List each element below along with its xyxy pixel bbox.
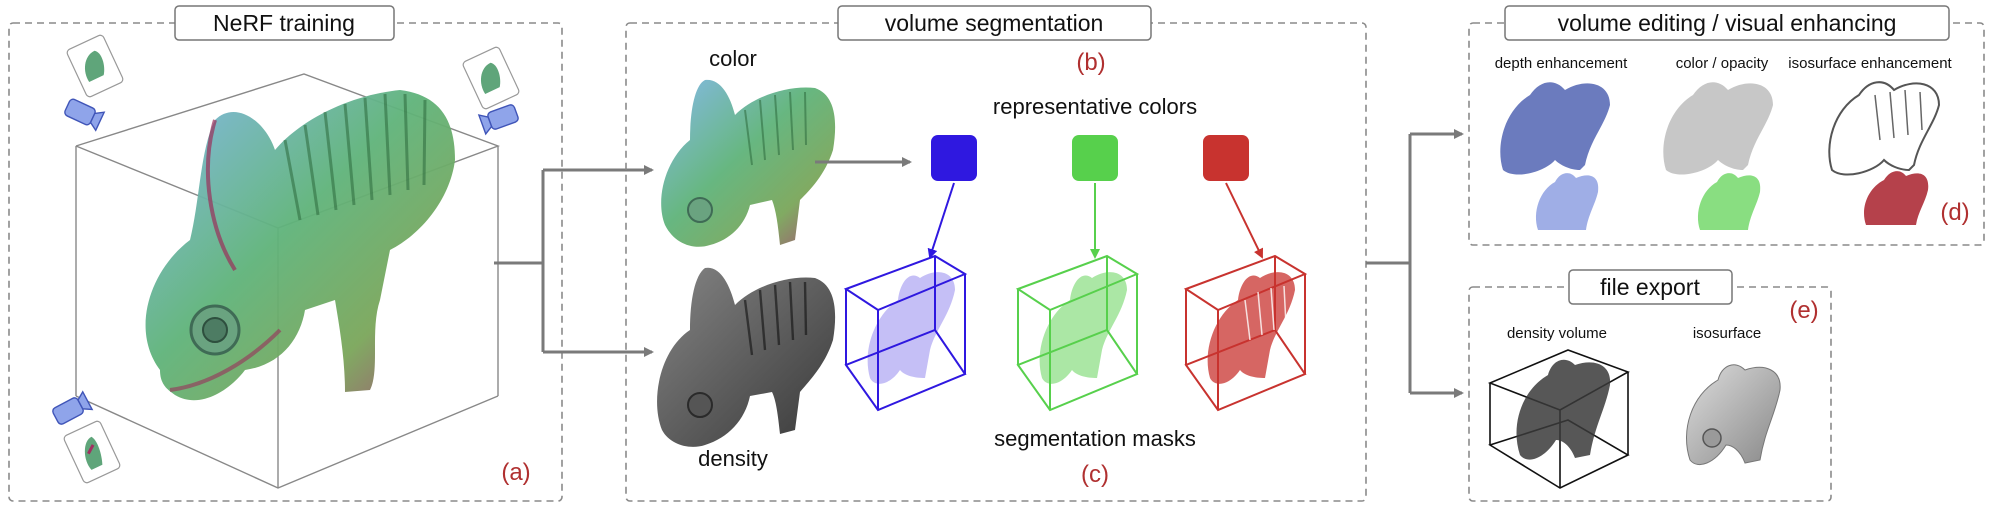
nerf-panel-border: [8, 22, 563, 502]
segmentation-panel-title: volume segmentation: [885, 10, 1104, 36]
depth-enhancement-render: [1500, 82, 1610, 230]
isosurface-enhancement-render: [1828, 81, 1941, 225]
mask-cube-green: [1015, 254, 1140, 412]
export-panel-border: [1468, 286, 1832, 502]
export-panel-tag: (e): [1789, 297, 1818, 324]
nerf-chameleon-render: [145, 90, 456, 401]
connector-a-to-b: [494, 165, 654, 357]
editing-item-isosurface-enhancement: isosurface enhancement: [1788, 55, 1952, 72]
swatch-blue: [931, 135, 977, 181]
connector-to-d-and-e: [1366, 129, 1464, 398]
segmentation-tag-c: (c): [1081, 461, 1109, 488]
editing-panel-tag: (d): [1940, 199, 1969, 226]
camera-view-bottom-left: [52, 390, 121, 484]
camera-icon: [477, 104, 519, 136]
swatch-green: [1072, 135, 1118, 181]
export-title-box: [1568, 269, 1733, 305]
camera-view-top-left: [64, 34, 124, 132]
nerf-panel-tag: (a): [501, 459, 530, 486]
file-export-panel: file export (e) density volume isosurfac…: [1468, 269, 1832, 502]
editing-item-depth-enhancement: depth enhancement: [1495, 55, 1628, 72]
volume-segmentation-panel: volume segmentation color density: [625, 5, 1367, 502]
color-opacity-render: [1663, 82, 1773, 230]
export-item-density-volume: density volume: [1507, 325, 1607, 342]
editing-title-box: [1504, 5, 1950, 41]
color-label: color: [709, 46, 757, 71]
swatch-red-arrow: [1225, 182, 1263, 259]
camera-view-top-right: [462, 46, 520, 136]
swatch-blue-arrow: [927, 182, 955, 259]
color-volume-render: [661, 79, 836, 247]
export-item-isosurface: isosurface: [1693, 325, 1761, 342]
volume-editing-panel: volume editing / visual enhancing depth …: [1468, 5, 1985, 246]
mask-cube-red: [1183, 254, 1308, 412]
nerf-training-panel: NeRF training: [8, 5, 563, 502]
editing-panel-title: volume editing / visual enhancing: [1558, 10, 1897, 36]
segmentation-tag-b: (b): [1076, 49, 1105, 76]
nerf-panel-title: NeRF training: [213, 10, 355, 36]
isosurface-export-render: [1686, 364, 1781, 465]
camera-icon: [64, 98, 106, 132]
editing-item-color-opacity: color / opacity: [1676, 55, 1769, 72]
export-panel-title: file export: [1600, 274, 1700, 300]
mask-cube-blue: [843, 254, 968, 412]
camera-icon: [52, 390, 94, 425]
nerf-title-box: [174, 5, 395, 41]
segmentation-masks-label: segmentation masks: [994, 426, 1196, 451]
segmentation-title-box: [837, 5, 1152, 41]
density-label: density: [698, 446, 768, 471]
density-volume-export-render: [1487, 349, 1630, 489]
representative-colors-label: representative colors: [993, 94, 1197, 119]
swatch-red: [1203, 135, 1249, 181]
density-volume-render: [657, 267, 836, 447]
